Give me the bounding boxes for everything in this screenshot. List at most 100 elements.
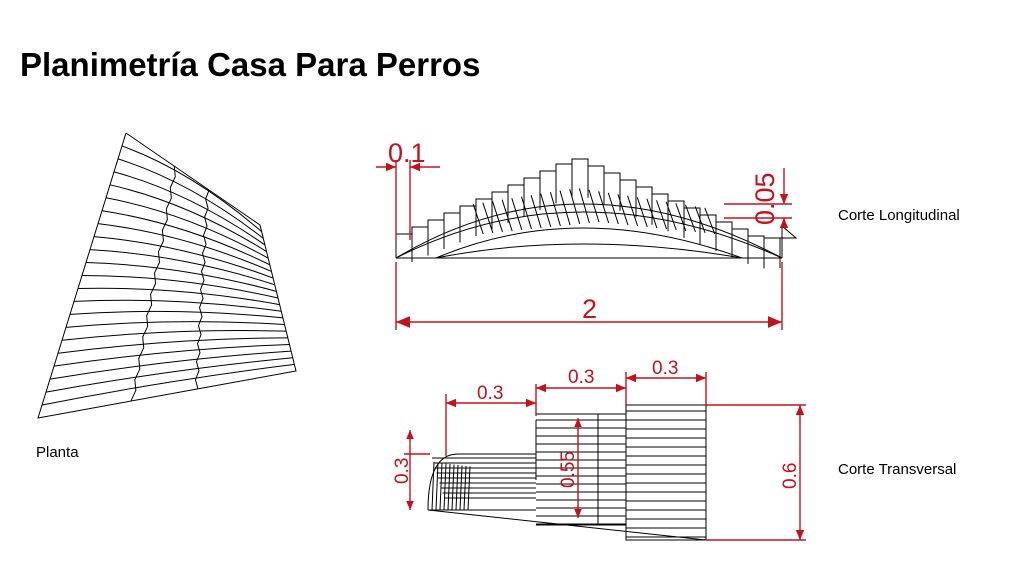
- dim-arrow: [446, 398, 456, 408]
- longitudinal-rib-line: [540, 193, 552, 228]
- longitudinal-rib-line: [482, 202, 494, 234]
- longitudinal-rib-line: [530, 195, 542, 229]
- dim-arrow: [406, 430, 414, 439]
- dim-label-mid-height: 0.55: [558, 451, 579, 488]
- dim-arrow: [396, 316, 410, 328]
- planta-row-line: [41, 363, 295, 406]
- planta-row-line: [73, 299, 282, 312]
- corte-transversal-drawing: [427, 404, 707, 541]
- dim-arrow: [795, 530, 805, 540]
- longitudinal-rib-line: [559, 190, 571, 226]
- planta-row-line: [57, 337, 288, 354]
- planta-row-line: [93, 236, 274, 279]
- planta-row-line: [61, 329, 287, 341]
- planta-row-line: [113, 171, 266, 246]
- dim-arrow: [779, 218, 789, 228]
- dim-arrow: [696, 373, 706, 383]
- longitudinal-rib-line: [656, 200, 668, 230]
- planta-row-line: [49, 350, 292, 380]
- longitudinal-rib-line: [704, 207, 716, 235]
- dim-arrow: [574, 509, 582, 518]
- longitudinal-inner-arc: [395, 211, 783, 259]
- longitudinal-rib-line: [578, 188, 590, 224]
- corte-longitudinal-dimensions: [376, 160, 792, 330]
- longitudinal-hollow-arc: [435, 227, 743, 259]
- dim-label-right-height: 0.6: [780, 463, 801, 489]
- planta-divider-line: [130, 166, 176, 402]
- dim-label-mid-width: 0.3: [568, 367, 594, 388]
- dim-arrow: [626, 373, 636, 383]
- planta-row-line: [53, 343, 290, 367]
- longitudinal-rib-line: [636, 197, 648, 228]
- planta-outline: [37, 132, 297, 419]
- dim-arrow: [768, 316, 782, 328]
- longitudinal-rib-line: [588, 189, 600, 223]
- planta-row-line: [85, 262, 277, 292]
- transversal-left-rib: [455, 464, 459, 511]
- longitudinal-rib-line: [694, 206, 706, 234]
- planta-row-line: [97, 223, 272, 272]
- dim-label-left-width: 0.3: [477, 383, 503, 404]
- transversal-left-rib: [443, 463, 447, 511]
- longitudinal-rib-line: [492, 201, 503, 233]
- transversal-left-rib: [459, 465, 463, 511]
- longitudinal-rib-line: [501, 199, 513, 232]
- planta-drawing: [37, 132, 297, 419]
- caption-planta: Planta: [36, 444, 79, 461]
- longitudinal-rib-line: [549, 192, 561, 227]
- planta-row-line: [105, 197, 269, 259]
- planta-row-line: [69, 310, 283, 319]
- longitudinal-rib-line: [685, 204, 696, 233]
- dim-label-2: 2: [582, 294, 597, 324]
- caption-corte-transversal: Corte Transversal: [838, 461, 957, 478]
- planta-row-line: [89, 249, 275, 286]
- longitudinal-rib-line: [665, 201, 677, 231]
- corte-transversal-dimensions: [404, 372, 806, 541]
- transversal-left-rib: [439, 462, 443, 511]
- transversal-left-rib: [435, 462, 439, 511]
- planta-row-line: [45, 357, 293, 393]
- transversal-mid-block: [536, 413, 627, 526]
- planta-row-line: [101, 210, 271, 266]
- longitudinal-rib-line: [627, 195, 639, 227]
- dim-arrow: [410, 162, 420, 172]
- longitudinal-rib-line: [472, 204, 484, 235]
- longitudinal-rib-line: [511, 198, 523, 231]
- planta-row-line: [81, 275, 279, 299]
- planta-divider-line: [194, 189, 210, 389]
- dim-label-0-1: 0.1: [388, 138, 426, 168]
- longitudinal-hollow-arc: [435, 243, 743, 259]
- dim-arrow: [406, 501, 414, 510]
- planta-row-line: [109, 184, 267, 252]
- transversal-slope-base: [427, 509, 707, 541]
- dim-arrow: [616, 383, 626, 393]
- longitudinal-rib-line: [569, 189, 581, 225]
- dim-arrow: [795, 405, 805, 415]
- transversal-left-rib: [463, 465, 467, 511]
- page-title: Planimetría Casa Para Perros: [20, 46, 481, 83]
- transversal-left-curve: [427, 453, 536, 511]
- longitudinal-rib-line: [675, 203, 687, 232]
- corte-longitudinal-drawing: [395, 158, 798, 269]
- transversal-left-rib: [447, 463, 451, 511]
- planta-row-line: [121, 145, 262, 233]
- planta-row-line: [77, 287, 280, 306]
- caption-corte-longitudinal: Corte Longitudinal: [838, 207, 960, 224]
- transversal-left-rib: [451, 464, 455, 511]
- planta-row-line: [117, 158, 264, 239]
- dim-label-0-05: 0.05: [750, 172, 780, 225]
- longitudinal-rib-line: [598, 191, 610, 224]
- transversal-left-rib: [467, 466, 471, 511]
- planta-row-line: [65, 321, 285, 328]
- longitudinal-stepped-outline: [395, 158, 798, 258]
- longitudinal-rib-line: [646, 198, 658, 229]
- transversal-right-block: [625, 404, 707, 541]
- longitudinal-rib-line: [520, 196, 532, 230]
- dim-label-left-height: 0.3: [392, 458, 413, 484]
- dim-arrow: [779, 194, 789, 204]
- dim-arrow: [386, 162, 396, 172]
- longitudinal-rib-line: [617, 194, 629, 226]
- transversal-left-rib: [431, 461, 435, 511]
- dim-arrow: [526, 398, 536, 408]
